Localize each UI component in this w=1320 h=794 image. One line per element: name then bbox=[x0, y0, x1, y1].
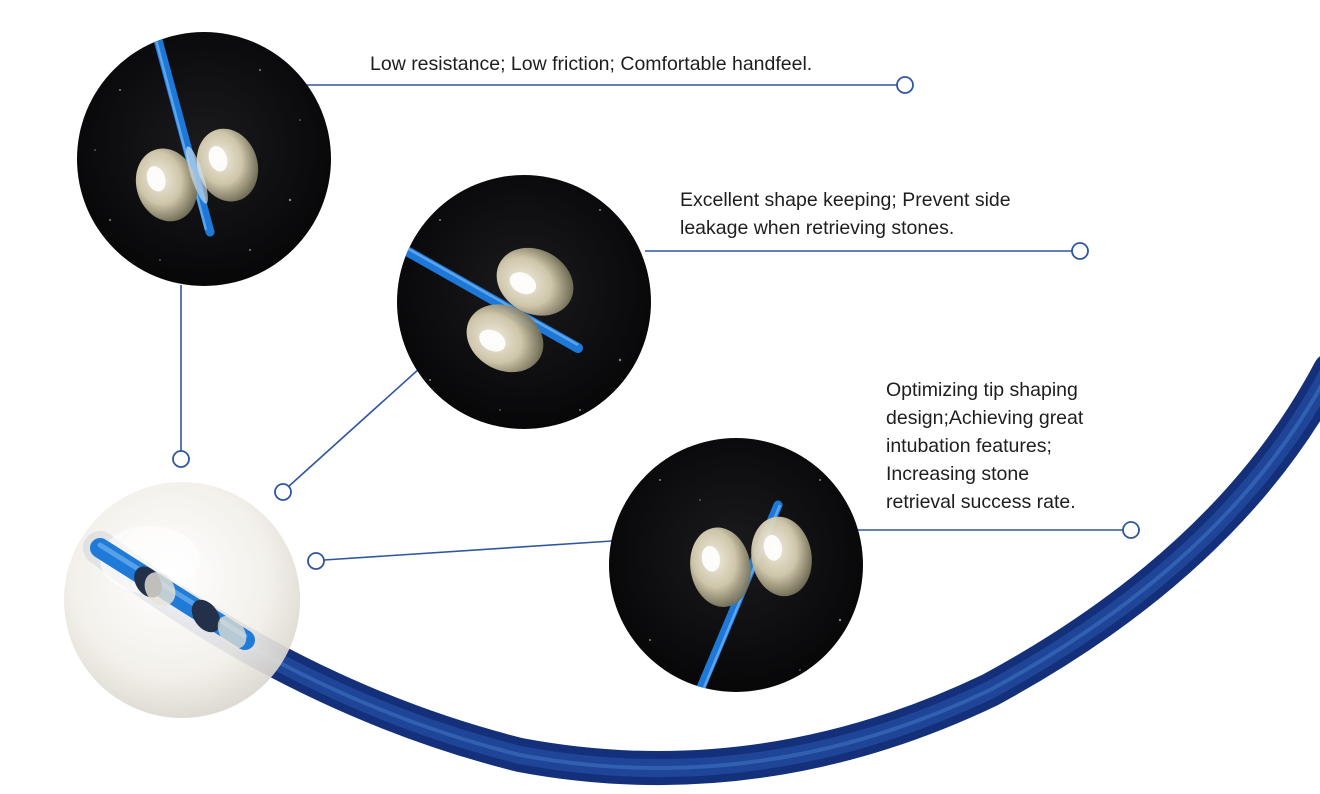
callout-tip-shaping: Optimizing tip shaping design;Achieving … bbox=[886, 376, 1083, 516]
connector-line-3-diagonal bbox=[323, 540, 613, 561]
connector-lines bbox=[180, 84, 1123, 561]
node-circle bbox=[274, 483, 292, 501]
tip-balloon bbox=[64, 482, 300, 718]
callout-line: retrieval success rate. bbox=[886, 491, 1076, 513]
callout-low-resistance: Low resistance; Low friction; Comfortabl… bbox=[370, 50, 812, 78]
detail-lens-3 bbox=[609, 438, 863, 692]
callout-line: design;Achieving great bbox=[886, 407, 1084, 429]
callout-line: intubation features; bbox=[886, 435, 1052, 457]
node-circle bbox=[1122, 521, 1140, 539]
connector-nodes bbox=[172, 76, 1140, 570]
lens-3-sparkles bbox=[649, 479, 842, 671]
callout-line: leakage when retrieving stones. bbox=[680, 217, 955, 239]
callout-line: Increasing stone bbox=[886, 463, 1030, 485]
callout-line: Low resistance; Low friction; Comfortabl… bbox=[370, 53, 813, 75]
callout-shape-keeping: Excellent shape keeping; Prevent side le… bbox=[680, 186, 1011, 242]
connector-line-2-diagonal bbox=[287, 367, 421, 488]
detail-lens-1 bbox=[77, 32, 331, 286]
callout-line: Excellent shape keeping; Prevent side bbox=[680, 189, 1011, 211]
node-circle bbox=[1071, 242, 1089, 260]
detail-lens-2 bbox=[397, 175, 651, 429]
callout-line: Optimizing tip shaping bbox=[886, 379, 1078, 401]
node-circle bbox=[172, 450, 190, 468]
lens-1-sparkles bbox=[94, 69, 301, 261]
lens-2-sparkles bbox=[429, 209, 622, 411]
node-circle bbox=[896, 76, 914, 94]
catheter-tube bbox=[83, 356, 1320, 786]
node-circle bbox=[307, 552, 325, 570]
